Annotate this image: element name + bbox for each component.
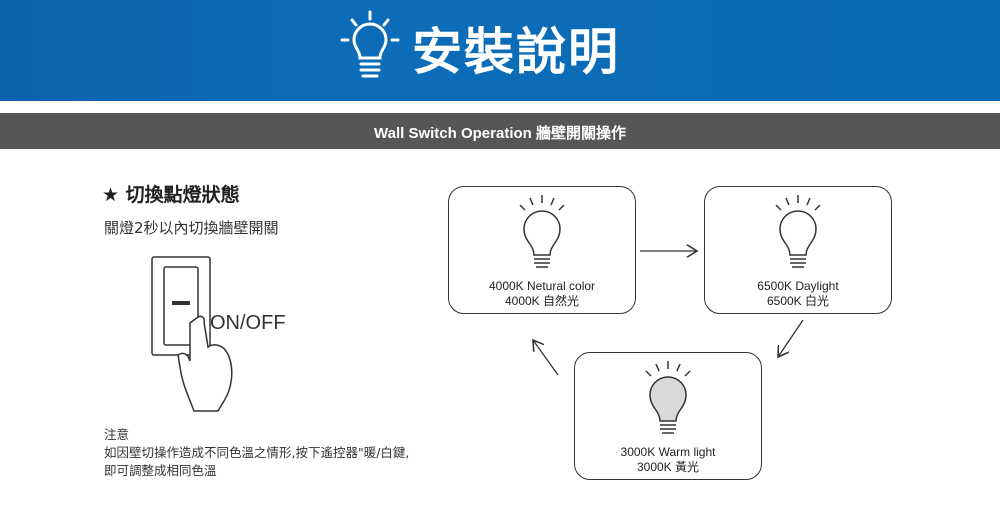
arrow-3000-to-4000 bbox=[533, 340, 559, 376]
mode-card-4000k: 4000K Netural color 4000K 自然光 bbox=[448, 186, 636, 314]
instruction-text: 關燈2秒以內切換牆壁開關 bbox=[104, 219, 279, 237]
header-banner: 安裝說明 bbox=[0, 0, 1000, 101]
lightbulb-icon bbox=[340, 10, 400, 78]
section-heading: ★ 切換點燈狀態 bbox=[102, 184, 240, 206]
page-title: 安裝說明 bbox=[412, 23, 620, 81]
note-title: 注意 bbox=[104, 427, 130, 442]
mode-label-zh: 4000K 自然光 bbox=[504, 294, 580, 308]
mode-label-zh: 3000K 黃光 bbox=[636, 460, 700, 474]
mode-card-3000k: 3000K Warm light 3000K 黃光 bbox=[574, 352, 762, 480]
bulb-icon bbox=[645, 361, 691, 434]
wall-switch-illustration bbox=[151, 256, 233, 412]
bulb-icon bbox=[519, 195, 565, 268]
mode-card-6500k: 6500K Daylight 6500K 白光 bbox=[704, 186, 892, 314]
switch-label: ON/OFF bbox=[210, 312, 286, 334]
mode-label-en: 3000K Warm light bbox=[620, 445, 716, 459]
note-line-2: 即可調整成相同色溫 bbox=[104, 463, 217, 478]
section-title: Wall Switch Operation 牆壁開關操作 bbox=[374, 125, 626, 142]
section-bar: Wall Switch Operation 牆壁開關操作 bbox=[0, 113, 1000, 149]
mode-label-en: 4000K Netural color bbox=[488, 279, 596, 293]
bulb-icon bbox=[775, 195, 821, 268]
mode-label-zh: 6500K 白光 bbox=[766, 294, 830, 308]
mode-label-en: 6500K Daylight bbox=[757, 279, 839, 293]
arrow-6500-to-3000 bbox=[778, 319, 804, 357]
note-line-1: 如因壁切操作造成不同色溫之情形,按下遙控器"暖/白鍵, bbox=[104, 445, 410, 460]
